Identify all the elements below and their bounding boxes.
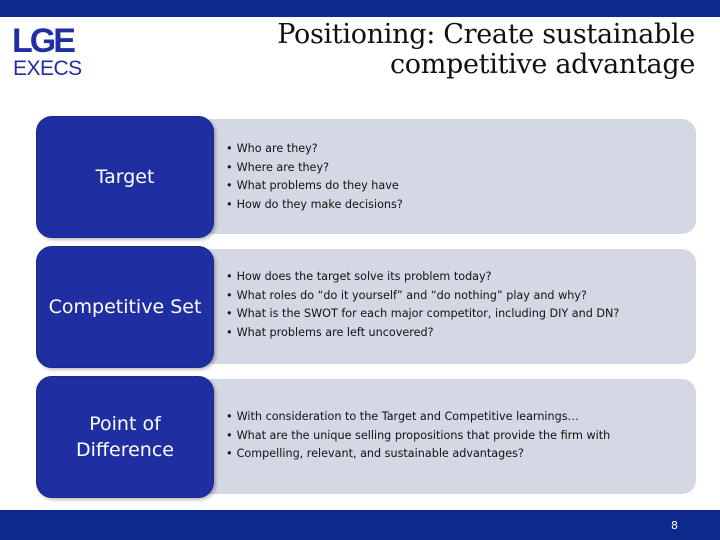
list-item: Compelling, relevant, and sustainable ad…	[226, 445, 610, 464]
logo-text-top: LGE	[12, 24, 75, 60]
point-of-difference-label: Point of Difference	[76, 413, 174, 461]
footer-banner: 8	[0, 510, 720, 540]
page-number: 8	[671, 519, 678, 532]
list-item: What is the SWOT for each major competit…	[226, 305, 620, 324]
target-label-box: Target	[36, 116, 214, 238]
title-line-1: Positioning: Create sustainable	[277, 19, 695, 50]
list-item: Where are they?	[226, 159, 403, 178]
competitive-set-label-box: Competitive Set	[36, 246, 214, 368]
point-of-difference-bullet-list: With consideration to the Target and Com…	[226, 408, 611, 464]
slide-title: Positioning: Create sustainable competit…	[235, 20, 695, 80]
target-bullet-list: Who are they? Where are they? What probl…	[226, 140, 403, 214]
point-of-difference-label-box: Point of Difference	[36, 376, 214, 498]
list-item: What problems are left uncovered?	[226, 324, 619, 343]
list-item: What are the unique selling propositions…	[226, 427, 611, 446]
logo-text-bottom: EXECS	[13, 57, 82, 78]
competitive-set-bullet-list: How does the target solve its problem to…	[226, 268, 620, 343]
list-item: How do they make decisions?	[226, 196, 403, 215]
list-item: With consideration to the Target and Com…	[226, 408, 610, 427]
title-line-2: competitive advantage	[389, 49, 695, 80]
list-item: What problems do they have	[226, 177, 403, 196]
lge-execs-logo: LGE EXECS	[12, 24, 83, 78]
list-item: What roles do “do it yourself” and “do n…	[226, 287, 619, 306]
target-label: Target	[95, 166, 155, 188]
competitive-set-label: Competitive Set	[48, 296, 202, 318]
list-item: Who are they?	[226, 140, 403, 159]
top-banner	[0, 0, 720, 17]
list-item: How does the target solve its problem to…	[226, 268, 619, 287]
